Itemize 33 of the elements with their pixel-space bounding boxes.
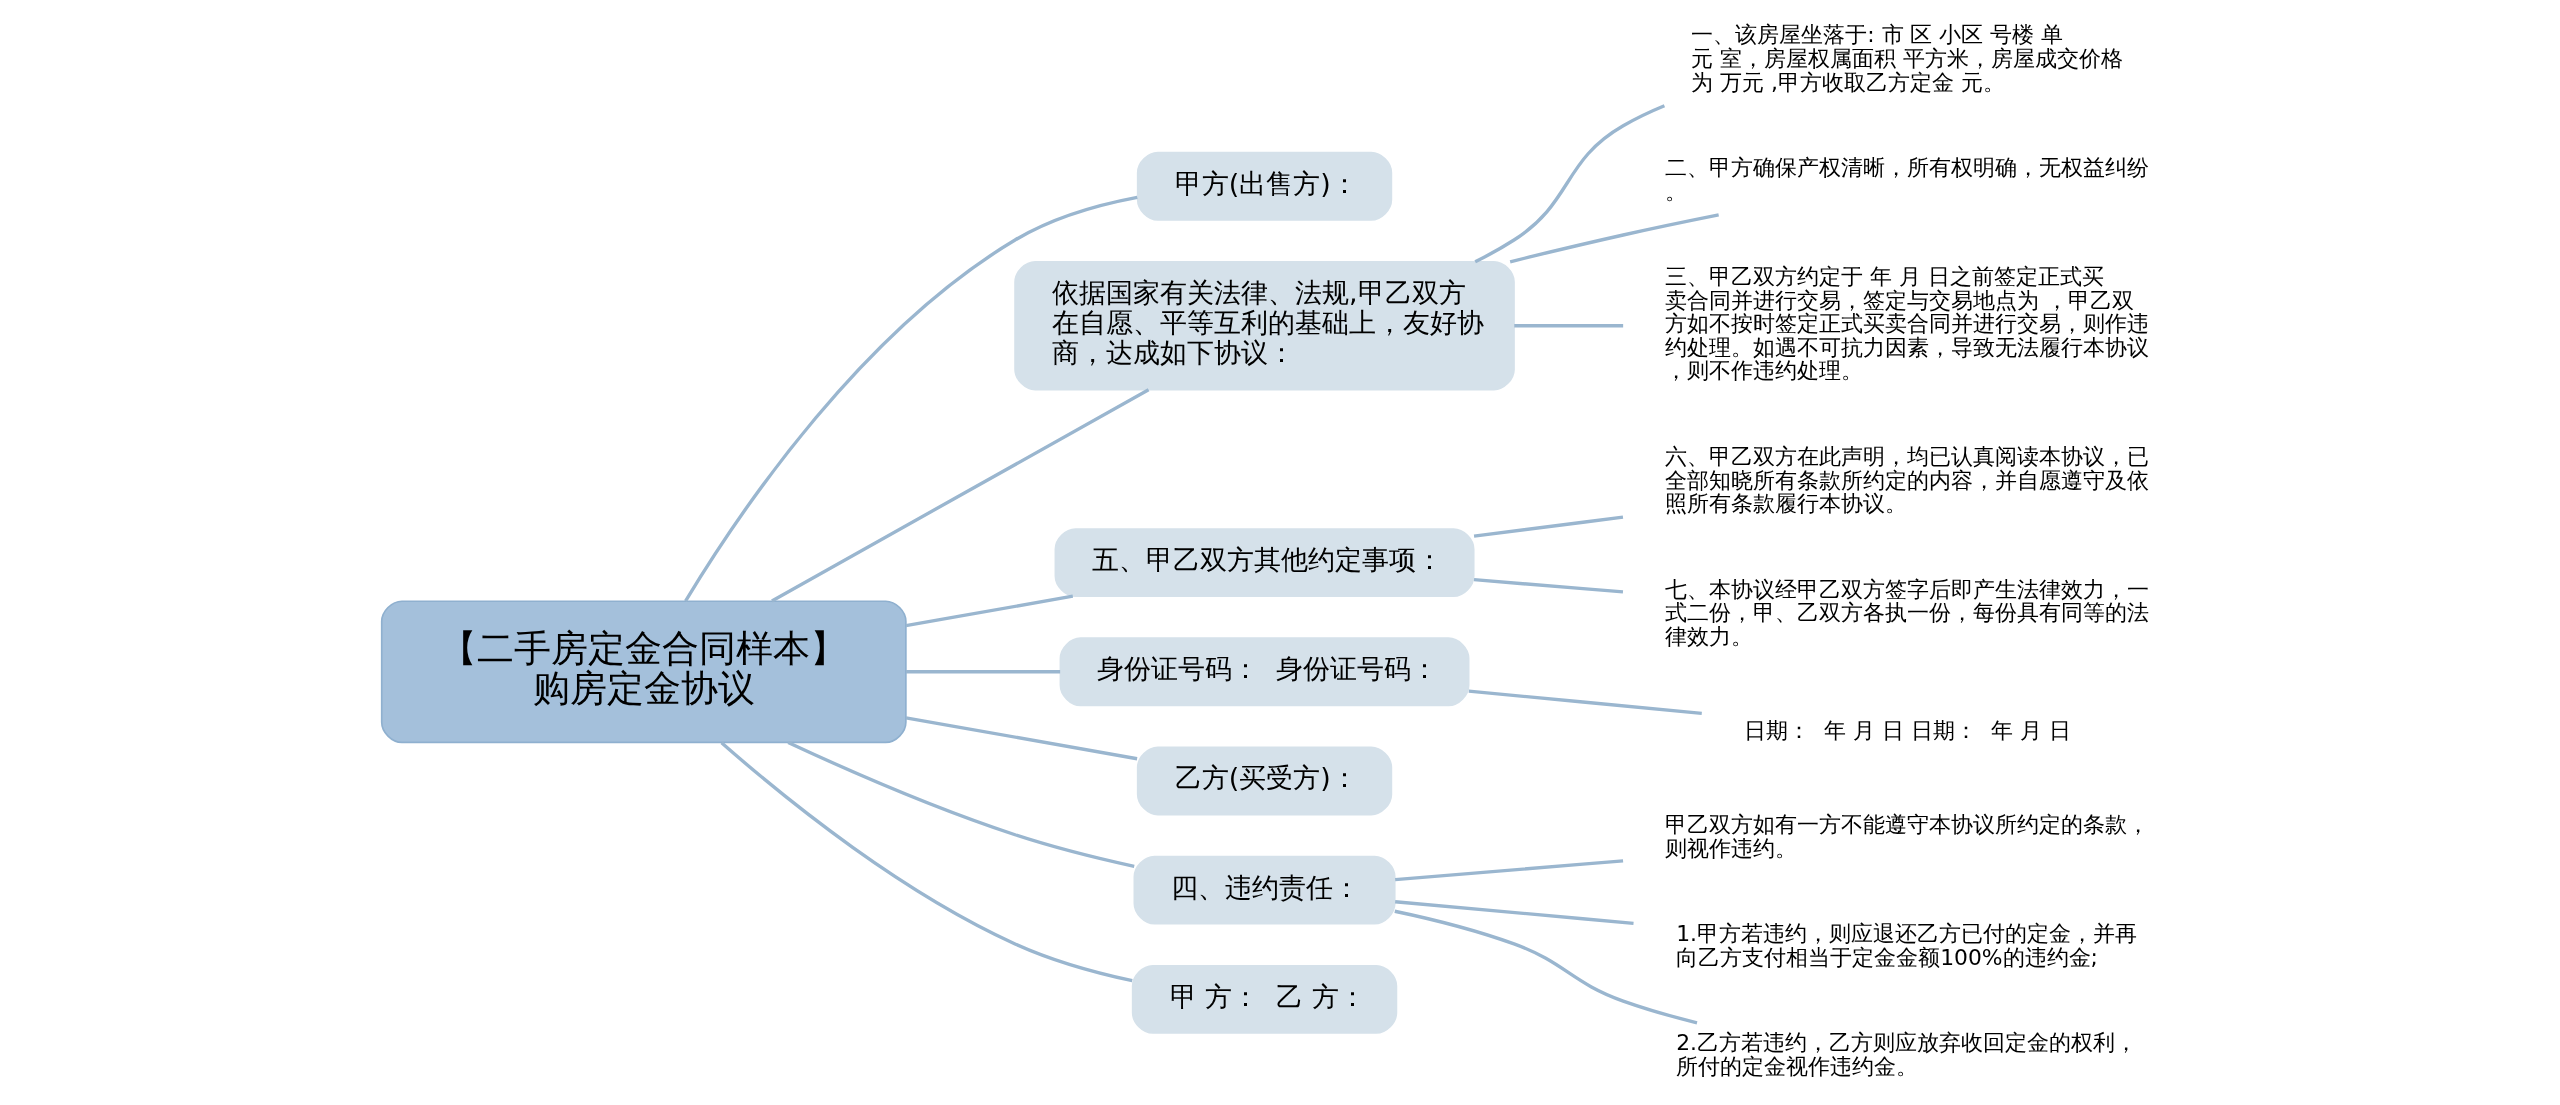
node-box: 五、甲乙双方其他约定事项： [1054,528,1475,597]
connector [1509,213,1719,264]
node-text: 一、该房屋坐落于: 市 区 小区 号楼 单元 室，房屋权属面积 平方米，房屋成交价格为 万元 ,甲方收取乙方定金 元。 [1690,22,2123,95]
node-text: 1.甲方若违约，则应退还乙方已付的定金，并再向乙方支付相当于定金金额100%的违约金; [1675,921,2137,970]
connector [905,716,1137,761]
connector [1468,689,1702,716]
node-text: 2.乙方若违约，乙方则应放弃收回定金的权利，所付的定金视作违约金。 [1675,1030,2137,1079]
connector [1393,909,1697,1025]
node-box: 依据国家有关法律、法规,甲乙双方在自愿、平等互利的基础上，友好协商，达成如下协议： [1013,261,1515,391]
node-box: 甲 方： 乙 方： [1131,964,1397,1034]
node-text: 二、甲方确保产权清晰，所有权明确，无权益纠纷。 [1664,155,2149,204]
node-text: 七、本协议经甲乙双方签字后即产生法律效力，一式二份，甲、乙双方各执一份，每份具有同等的法律效力。 [1664,576,2149,649]
connector [1513,324,1623,328]
connector [1473,515,1623,538]
node-text: 甲乙双方如有一方不能遵守本协议所约定的条款，则视作违约。 [1664,812,2149,861]
node-text: 六、甲乙双方在此声明，均已认真阅读本协议，已全部知晓所有条款所约定的内容，并自愿遵守及依照所有条款履行本协议。 [1664,444,2149,517]
connector [683,195,1138,602]
node-text: 日期： 年 月 日 日期： 年 月 日 [1743,717,2071,743]
node-text: 三、甲乙双方约定于 年 月 日之前签定正式买卖合同并进行交易，签定与交易地点为 ，甲乙双方如不按时签定正式买卖合同并进行交易，则作违约处理。如遇不可抗力因素，导致无法履行本协议，则不作违约处理。 [1664,264,2149,384]
connector [905,594,1073,628]
connector [905,670,1060,674]
node-box: 身份证号码： 身份证号码： [1059,637,1469,707]
connector [1473,578,1623,594]
connector [1394,859,1623,882]
node-box: 四、违约责任： [1133,855,1396,925]
connector [719,741,1133,983]
connector [786,740,1135,869]
connector [1473,104,1665,264]
node-box: 【二手房定金合同样本】购房定金协议 [380,600,907,744]
connector [1394,900,1634,925]
node-box: 甲方(出售方)： [1136,151,1392,221]
connector [770,388,1149,603]
node-box: 乙方(买受方)： [1136,746,1392,816]
